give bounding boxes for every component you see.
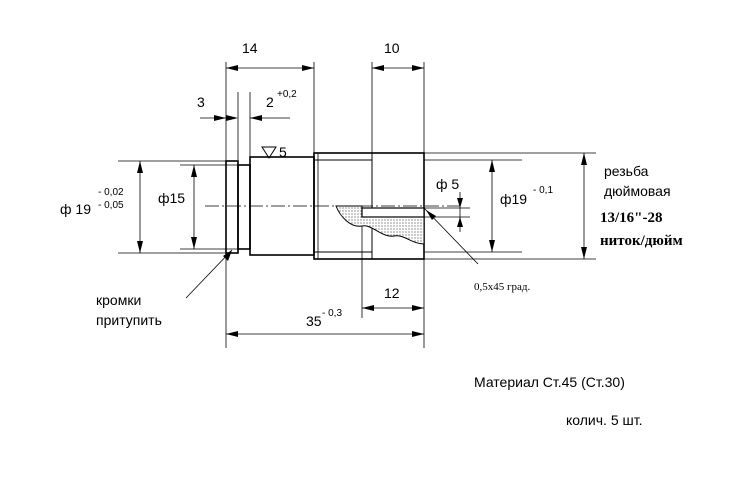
dim-phi19-left-arrow-bottom — [137, 241, 143, 253]
dim-2-tolerance: +0,2 — [277, 89, 297, 100]
dim-phi19-right-arrow-top — [489, 160, 495, 172]
dim-35-tolerance: - 0,3 — [322, 308, 342, 319]
thread-spec: 13/16"-28 — [600, 210, 663, 226]
notes: резьба дюймовая 13/16"-28 ниток/дюйм кро… — [96, 163, 683, 428]
quantity-note: колич. 5 шт. — [566, 412, 642, 428]
thread-note-line2: дюймовая — [604, 183, 671, 199]
dim-2-label: 2 — [266, 94, 274, 110]
dim-thread-arrow-top — [581, 153, 587, 165]
dim-14-arrow-left — [226, 65, 238, 71]
dim-thread-arrow-bottom — [581, 247, 587, 259]
dim-12-label: 12 — [384, 285, 400, 301]
phi19-left-label: ф 19 — [60, 201, 91, 217]
section-breakout — [335, 205, 425, 245]
roughness-triangle — [261, 146, 277, 159]
dim-10-label: 10 — [384, 40, 400, 56]
dim-phi5-arrow-top — [457, 198, 463, 208]
material-note: Материал Ст.45 (Ст.30) — [474, 374, 625, 390]
dim-3-arrow — [214, 115, 226, 121]
phi19-left-tol-upper: - 0,02 — [98, 187, 124, 198]
dim-14-label: 14 — [242, 40, 258, 56]
dim-phi15-arrow-bottom — [191, 237, 197, 249]
thread-note-line1: резьба — [604, 163, 649, 179]
phi19-right-tol: - 0,1 — [533, 185, 553, 196]
edges-note-line2: притупить — [96, 312, 162, 328]
dim-12-arrow-left — [362, 305, 374, 311]
dim-10-arrow-left — [372, 65, 384, 71]
edges-note-line1: кромки — [96, 292, 141, 308]
phi5-label: ф 5 — [436, 176, 459, 192]
dim-12-arrow-right — [412, 305, 424, 311]
phi19-right-label: ф19 — [500, 191, 527, 207]
collar-groove — [237, 164, 251, 250]
bore-hole — [361, 207, 425, 218]
chamfer-label: 0,5х45 град. — [474, 281, 530, 293]
dim-35-arrow-left — [226, 331, 238, 337]
dim-10-arrow-right — [412, 65, 424, 71]
dim-phi19-left-arrow-top — [137, 161, 143, 173]
chamfer-leader-arrow — [426, 210, 436, 220]
edges-leader — [185, 249, 233, 299]
dim-35-label: 35 — [306, 313, 322, 329]
thread-unit: ниток/дюйм — [600, 233, 683, 249]
phi19-left-tol-lower: - 0,05 — [98, 200, 124, 211]
edges-leader-arrow — [223, 250, 232, 261]
dim-3-label: 3 — [197, 94, 205, 110]
dim-phi5-arrow-bottom — [457, 217, 463, 227]
dim-14-arrow-right — [302, 65, 314, 71]
dim-35-arrow-right — [412, 331, 424, 337]
dim-2-arrow-inner — [226, 115, 238, 121]
left-collar — [225, 160, 239, 254]
dimension-texts: 14 10 3 2 +0,2 5 ф 19 - 0,02 - 0,05 ф15 … — [60, 40, 553, 329]
dim-phi19-right-arrow-bottom — [489, 240, 495, 252]
extension-lines — [118, 62, 596, 348]
dim-phi15-arrow-top — [191, 165, 197, 177]
phi15-label: ф15 — [158, 190, 185, 206]
part-outline — [205, 152, 460, 260]
dim-2-arrow — [250, 115, 262, 121]
roughness-value: 5 — [279, 144, 287, 160]
dimension-lines — [137, 65, 587, 337]
